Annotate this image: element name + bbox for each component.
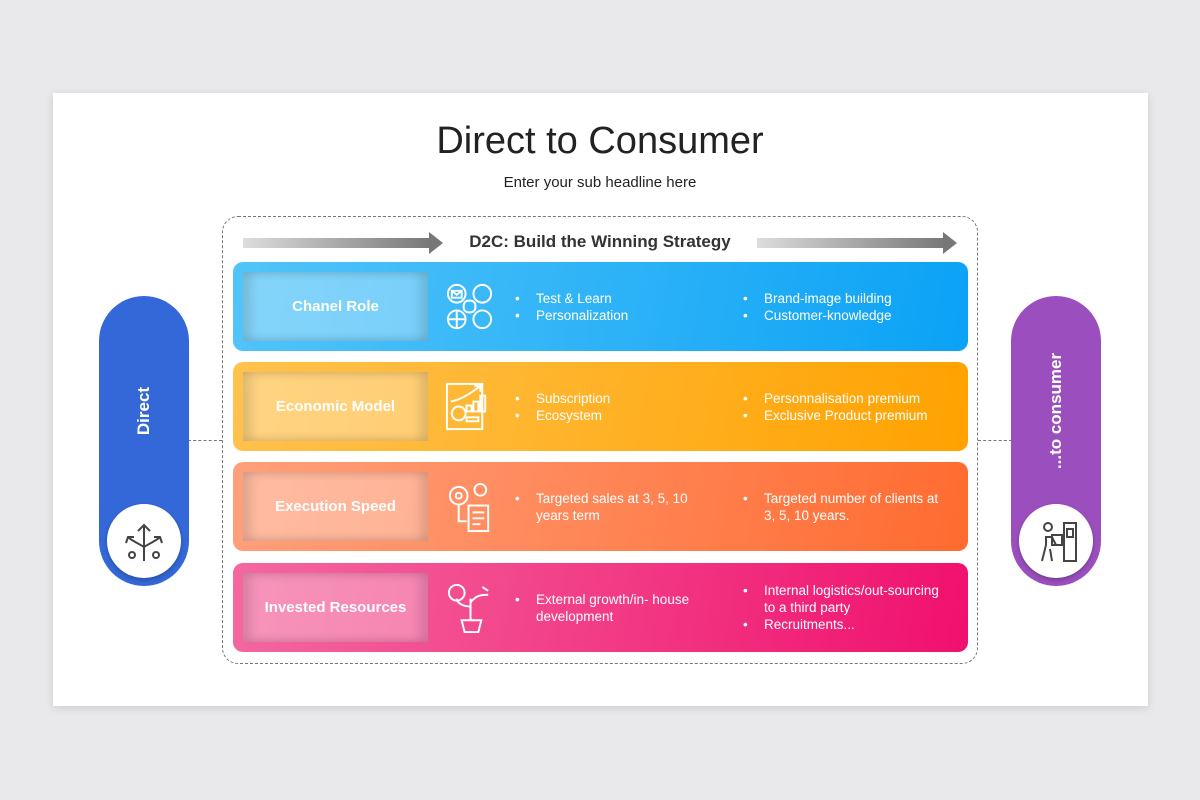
money-plant-icon xyxy=(447,583,489,634)
row-col1: Targeted sales at 3, 5, 10 years term xyxy=(515,462,715,551)
row-label: Chanel Role xyxy=(243,272,428,341)
consumer-label: ...to consumer xyxy=(1046,352,1065,470)
bullet-item: Subscription xyxy=(515,390,715,407)
row-col1: External growth/in- house development xyxy=(515,563,715,652)
bullet-item: Ecosystem xyxy=(515,407,715,424)
consumer-pill: ...to consumer xyxy=(1011,296,1101,586)
strategy-row: Execution Speed Targeted sales at 3, 5, … xyxy=(233,462,968,551)
row-label: Economic Model xyxy=(243,372,428,441)
strategy-row: Economic Model SubscriptionEcosystem Per… xyxy=(233,362,968,451)
row-col2: Targeted number of clients at 3, 5, 10 y… xyxy=(743,462,943,551)
bullet-item: Internal logistics/out-sourcing to a thi… xyxy=(743,582,943,616)
left-arrow-icon xyxy=(243,232,443,254)
strategy-frame xyxy=(222,216,978,664)
bullet-item: External growth/in- house development xyxy=(515,591,715,625)
bullet-item: Test & Learn xyxy=(515,290,715,307)
row-col2: Brand-image buildingCustomer-knowledge xyxy=(743,262,943,351)
page-title: Direct to Consumer xyxy=(436,120,764,162)
right-arrow-icon xyxy=(757,232,957,254)
connector-left xyxy=(188,440,222,441)
subtitle: Enter your sub headline here xyxy=(503,174,697,191)
bullet-item: Targeted number of clients at 3, 5, 10 y… xyxy=(743,490,943,524)
bullet-item: Personalization xyxy=(515,307,715,324)
row-col1: Test & LearnPersonalization xyxy=(515,262,715,351)
row-col2: Internal logistics/out-sourcing to a thi… xyxy=(743,563,943,652)
finance-growth-icon xyxy=(445,382,487,431)
direct-label: Direct xyxy=(134,386,153,436)
row-label: Execution Speed xyxy=(243,472,428,541)
bullet-item: Personnalisation premium xyxy=(743,390,943,407)
gears-checklist-icon xyxy=(448,482,490,533)
row-label: Invested Resources xyxy=(243,573,428,642)
bullet-item: Targeted sales at 3, 5, 10 years term xyxy=(515,490,715,524)
bullet-item: Brand-image building xyxy=(743,290,943,307)
delivery-person-icon xyxy=(1019,504,1093,578)
split-arrows-icon xyxy=(107,504,181,578)
bullet-item: Recruitments... xyxy=(743,616,943,633)
strategy-row: Chanel Role Test & LearnPersonalization … xyxy=(233,262,968,351)
row-col1: SubscriptionEcosystem xyxy=(515,362,715,451)
omnichannel-icon xyxy=(446,283,493,330)
connector-right xyxy=(978,440,1012,441)
strategy-row: Invested Resources External growth/in- h… xyxy=(233,563,968,652)
bullet-item: Customer-knowledge xyxy=(743,307,943,324)
direct-pill: Direct xyxy=(99,296,189,586)
row-col2: Personnalisation premiumExclusive Produc… xyxy=(743,362,943,451)
bullet-item: Exclusive Product premium xyxy=(743,407,943,424)
strategy-heading: D2C: Build the Winning Strategy xyxy=(469,232,731,251)
